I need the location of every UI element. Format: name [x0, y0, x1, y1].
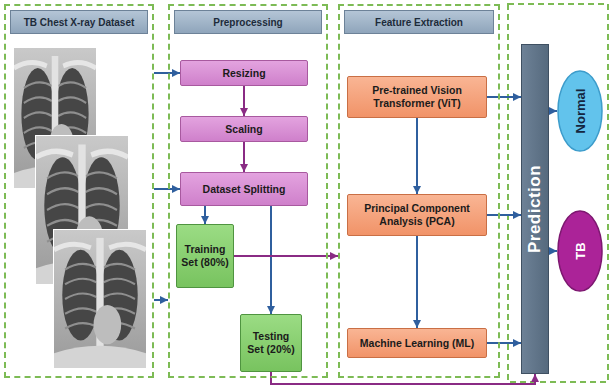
connector-arrow — [270, 206, 272, 314]
connector-arrow — [154, 188, 180, 190]
connector-arrow — [549, 110, 557, 112]
connector-arrow — [154, 299, 168, 301]
node-label: TB — [573, 242, 588, 259]
output-panel — [508, 4, 608, 382]
connector-arrow — [234, 255, 338, 257]
preprocessing-panel: PreprocessingResizingScalingDataset Spli… — [168, 4, 328, 378]
panel-heading: Feature Extraction — [344, 10, 494, 34]
node-label: Scaling — [225, 123, 262, 136]
prediction-bar: Prediction — [521, 44, 549, 374]
dataset-panel: TB Chest X-ray Dataset — [4, 4, 154, 378]
node-label: Testing Set (20%) — [245, 330, 297, 355]
node-label: Dataset Splitting — [203, 183, 286, 196]
process-box: Scaling — [180, 116, 308, 142]
connector-arrow — [416, 236, 418, 328]
connector-arrow — [416, 118, 418, 194]
data-box: Training Set (80%) — [176, 224, 234, 288]
class-oval: Normal — [557, 70, 603, 152]
panel-heading: Preprocessing — [174, 10, 322, 34]
data-box: Testing Set (20%) — [240, 314, 302, 372]
process-box: Resizing — [180, 60, 308, 86]
feature-panel: Feature ExtractionPre-trained Vision Tra… — [338, 4, 500, 378]
connector-arrow — [487, 96, 521, 98]
node-label: Machine Learning (ML) — [360, 337, 474, 350]
connector-arrow — [487, 342, 521, 344]
node-label: Pre-trained Vision Transformer (ViT) — [352, 84, 482, 109]
connector-arrow — [549, 250, 557, 252]
connector-arrow — [243, 142, 245, 172]
node-label: Principal Component Analysis (PCA) — [352, 202, 482, 227]
connector-arrow — [271, 372, 535, 384]
process-box: Dataset Splitting — [180, 172, 308, 206]
node-label: Normal — [573, 89, 588, 134]
node-label: Prediction — [525, 165, 545, 253]
class-oval: TB — [557, 210, 603, 292]
node-label: Training Set (80%) — [181, 243, 229, 268]
connector-arrow — [204, 206, 206, 224]
connector-arrow — [487, 214, 521, 216]
connector-arrow — [243, 86, 245, 116]
model-box: Principal Component Analysis (PCA) — [347, 194, 487, 236]
node-label: Resizing — [222, 67, 265, 80]
xray-image — [53, 229, 147, 369]
model-box: Pre-trained Vision Transformer (ViT) — [347, 76, 487, 118]
model-box: Machine Learning (ML) — [347, 328, 487, 358]
connector-arrow — [154, 72, 180, 74]
panel-heading: TB Chest X-ray Dataset — [10, 10, 148, 34]
